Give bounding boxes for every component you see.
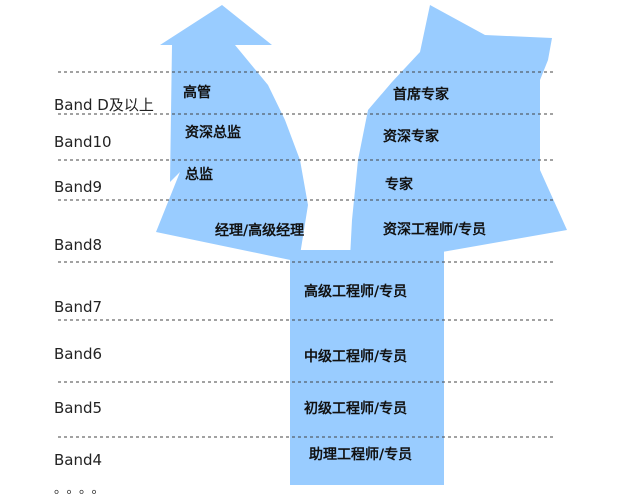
continuation-ellipsis: 。。。。 xyxy=(54,482,111,497)
role-senior-director: 资深总监 xyxy=(185,125,241,141)
band-dividers xyxy=(58,71,556,438)
role-chief-expert: 首席专家 xyxy=(393,87,449,103)
role-intermediate-engineer: 中级工程师/专员 xyxy=(304,349,408,365)
band-label-6: Band6 xyxy=(54,345,103,363)
technical-stem xyxy=(290,250,444,485)
role-senior-engineer: 资深工程师/专员 xyxy=(383,222,487,238)
role-director: 总监 xyxy=(185,167,213,183)
role-executive: 高管 xyxy=(183,85,211,101)
role-senior-expert: 资深专家 xyxy=(383,129,439,145)
role-manager: 经理/高级经理 xyxy=(215,223,305,239)
band-label-9: Band9 xyxy=(54,178,103,196)
role-assistant-engineer: 助理工程师/专员 xyxy=(309,447,413,463)
band-label-10: Band10 xyxy=(54,133,112,151)
band-label-5: Band5 xyxy=(54,399,103,417)
role-junior-engineer: 初级工程师/专员 xyxy=(304,401,408,417)
band-label-8: Band8 xyxy=(54,236,103,254)
band-label-d-and-above: Band D及以上 xyxy=(54,96,154,114)
management-arrow xyxy=(156,5,308,262)
role-senior-engineer-specialist: 高级工程师/专员 xyxy=(304,284,408,300)
band-label-4: Band4 xyxy=(54,451,103,469)
band-label-7: Band7 xyxy=(54,298,103,316)
expert-arrow xyxy=(350,5,567,258)
role-expert: 专家 xyxy=(385,177,413,193)
